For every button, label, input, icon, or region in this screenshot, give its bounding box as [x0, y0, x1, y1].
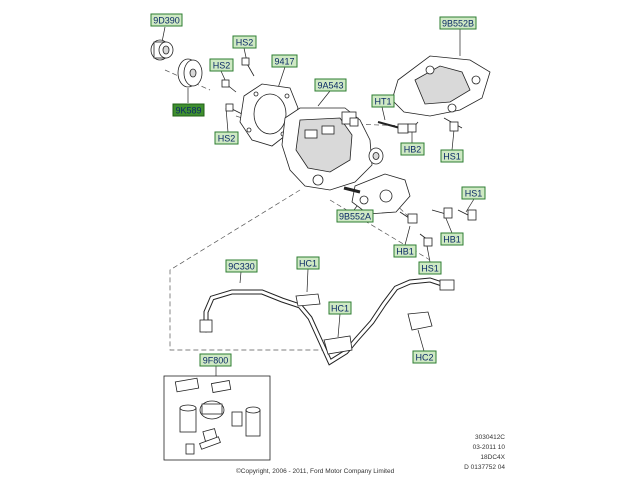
svg-text:9A543: 9A543	[317, 81, 343, 91]
seal-ring-9d390	[150, 39, 174, 61]
fuel-return-pipe-9c330	[199, 277, 455, 366]
callout-9a543[interactable]: 9A543	[314, 78, 347, 92]
callout-hs1-upper[interactable]: HS1	[440, 149, 464, 163]
callout-9k589-highlighted[interactable]: 9K589	[172, 103, 205, 117]
clips-hc1-hc2	[295, 293, 433, 355]
svg-text:HC1: HC1	[299, 259, 317, 269]
footer-code-4: D 0137752 04	[464, 464, 505, 471]
callout-hb1-left[interactable]: HB1	[393, 244, 417, 258]
svg-text:HS2: HS2	[218, 134, 236, 144]
svg-text:9B552B: 9B552B	[442, 19, 474, 29]
callout-hs2-top[interactable]: HS2	[232, 35, 257, 49]
callout-ht1[interactable]: HT1	[371, 94, 395, 108]
svg-text:HS2: HS2	[236, 38, 254, 48]
svg-text:HB1: HB1	[396, 247, 414, 257]
stud-ht1	[377, 121, 409, 134]
callout-hc2[interactable]: HC2	[412, 350, 437, 364]
footer-codes: 3030412C 03-2011 10 18DC4X D 0137752 04	[464, 434, 505, 471]
callout-hc1-left[interactable]: HC1	[296, 256, 320, 270]
svg-text:9C330: 9C330	[228, 262, 255, 272]
svg-text:9417: 9417	[274, 57, 294, 67]
svg-text:HT1: HT1	[374, 97, 391, 107]
svg-text:HS2: HS2	[213, 61, 231, 71]
drive-gear-9k589	[177, 58, 203, 88]
svg-text:HC1: HC1	[331, 304, 349, 314]
bolts-hb1-hs1	[399, 207, 477, 247]
callout-9b552a[interactable]: 9B552A	[336, 209, 374, 223]
svg-text:9K589: 9K589	[175, 106, 201, 116]
bracket-9b552a	[343, 173, 411, 215]
footer-code-3: 18DC4X	[480, 454, 505, 461]
svg-text:9F800: 9F800	[203, 356, 229, 366]
callout-hb1-right[interactable]: HB1	[440, 232, 464, 246]
footer-code-2: 03-2011 10	[473, 444, 506, 451]
svg-text:HC2: HC2	[415, 353, 433, 363]
callout-9d390[interactable]: 9D390	[150, 13, 183, 27]
kit-box-9f800	[163, 375, 271, 461]
bracket-9b552b	[391, 55, 491, 117]
svg-text:HB1: HB1	[443, 235, 461, 245]
callout-9417[interactable]: 9417	[271, 54, 298, 68]
callout-hs2-bottom[interactable]: HS2	[214, 131, 239, 145]
svg-text:HB2: HB2	[404, 145, 422, 155]
footer-code-1: 3030412C	[475, 434, 505, 441]
bolt-hb2	[407, 121, 419, 133]
callout-hs1-right[interactable]: HS1	[461, 186, 486, 200]
callout-hb2[interactable]: HB2	[400, 142, 425, 156]
svg-text:HS1: HS1	[443, 152, 461, 162]
callout-9c330[interactable]: 9C330	[225, 259, 258, 273]
bolt-hs1-upper	[443, 117, 463, 132]
svg-text:9D390: 9D390	[153, 16, 180, 26]
callout-9f800[interactable]: 9F800	[199, 353, 232, 367]
fuel-pump-9a543	[281, 107, 384, 191]
callout-9b552b[interactable]: 9B552B	[439, 16, 477, 30]
callout-hs1-lower[interactable]: HS1	[418, 261, 442, 275]
svg-text:9B552A: 9B552A	[339, 212, 371, 222]
copyright-notice: ©Copyright, 2006 - 2011, Ford Motor Comp…	[236, 467, 395, 475]
callout-hc1-mid[interactable]: HC1	[328, 301, 352, 315]
svg-text:HS1: HS1	[421, 264, 439, 274]
svg-text:HS1: HS1	[465, 189, 483, 199]
callout-hs2-mid[interactable]: HS2	[209, 58, 234, 72]
bolts-hs2	[221, 57, 255, 115]
